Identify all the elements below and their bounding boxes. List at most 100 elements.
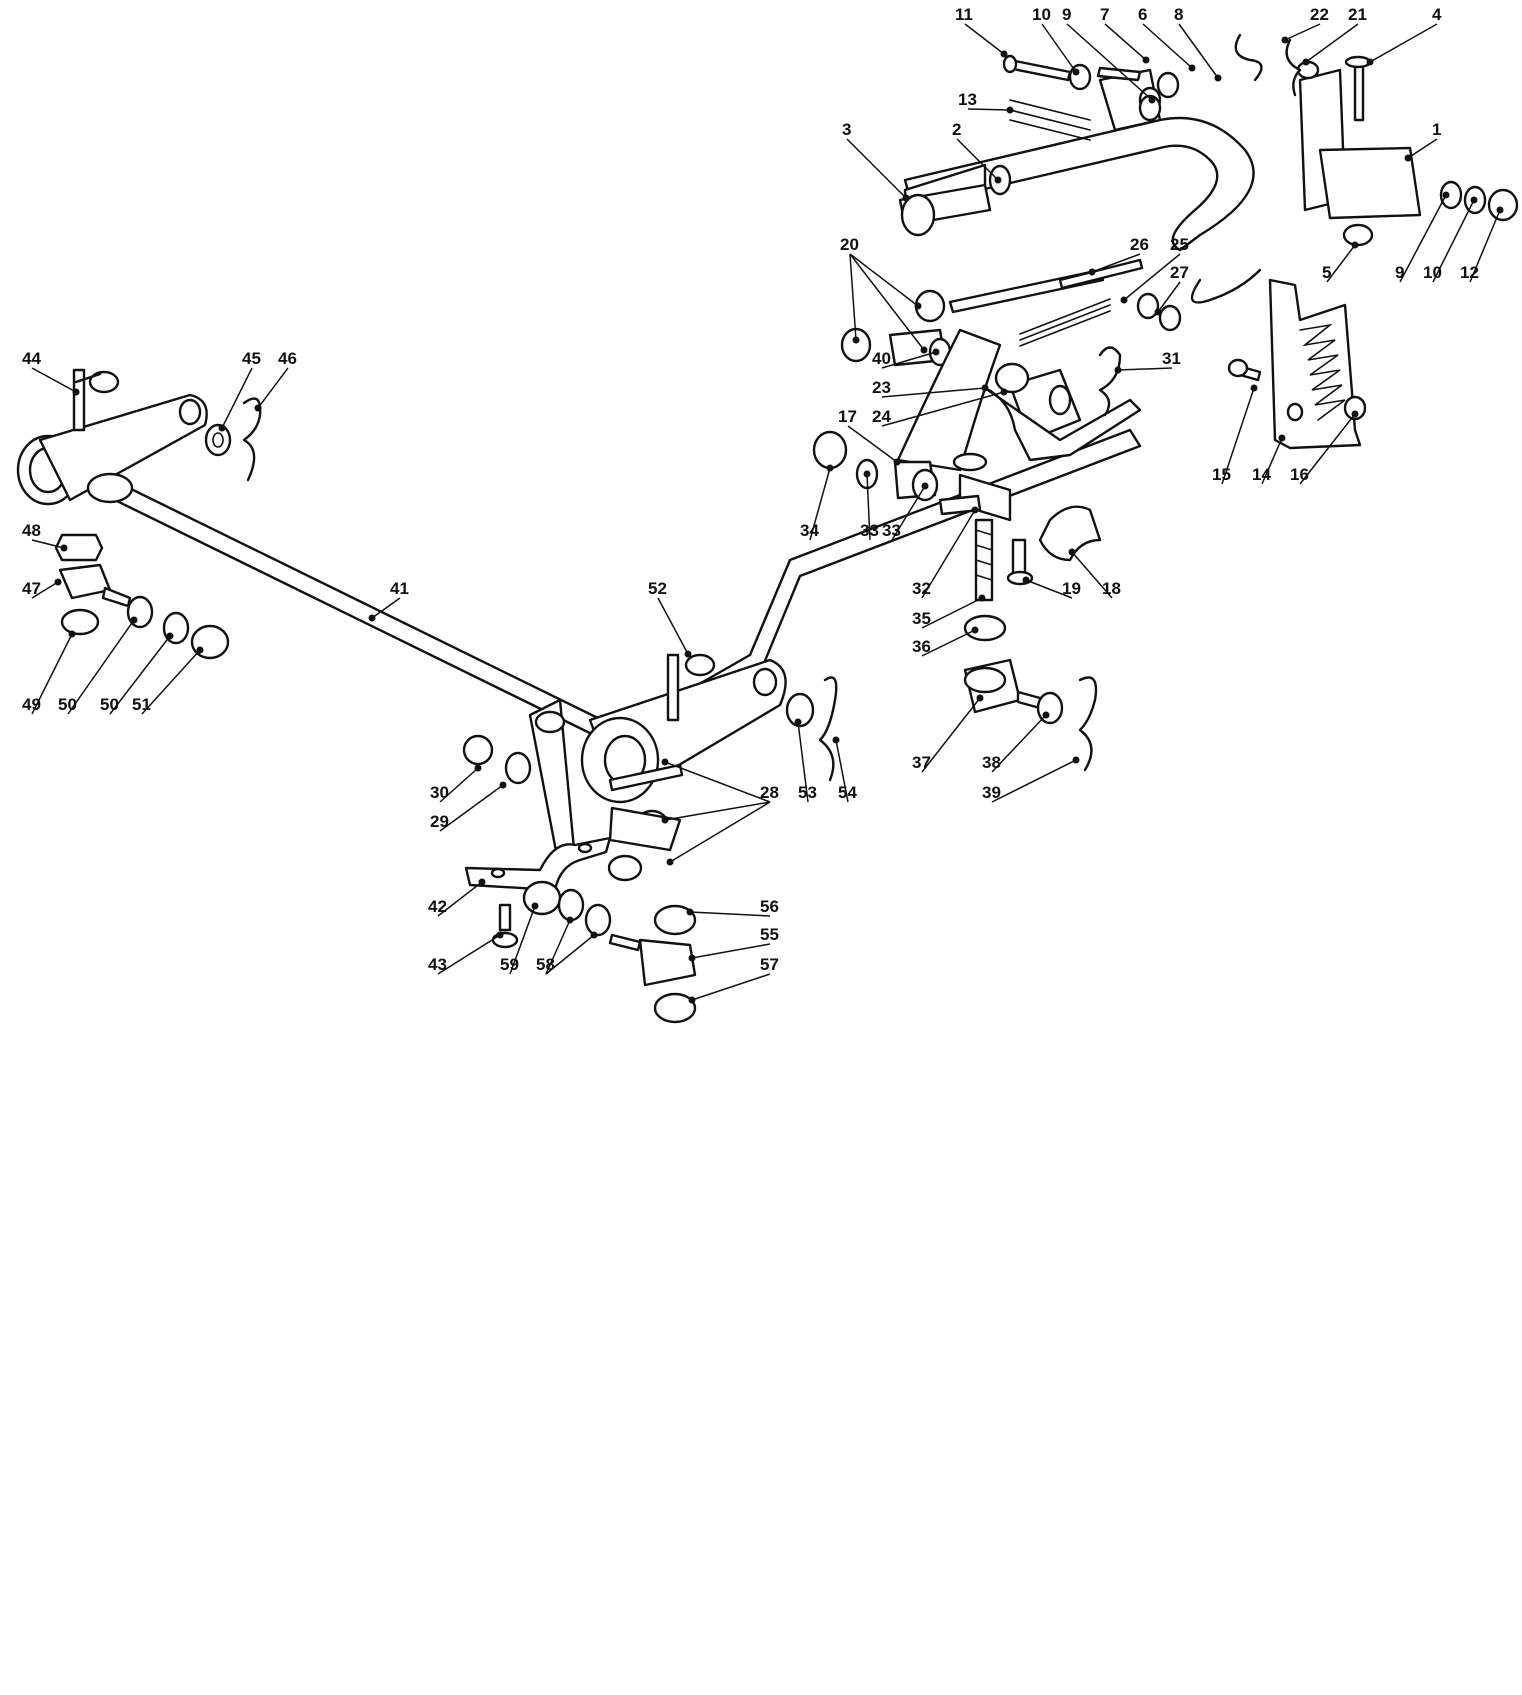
callout-18: 18: [1102, 579, 1121, 598]
callout-36: 36: [912, 637, 931, 656]
leader-dot-12: [1496, 206, 1504, 214]
leader-line-27: [1157, 281, 1181, 313]
callout-53: 53: [798, 783, 817, 802]
callout-25: 25: [1170, 235, 1189, 254]
callout-51: 51: [132, 695, 151, 714]
leader-line-30: [439, 767, 479, 803]
leader-dot-28: [661, 816, 669, 824]
callout-29: 29: [430, 812, 449, 831]
leader-line-50: [109, 635, 171, 715]
leader-dot-51: [196, 646, 204, 654]
leader-line-21: [1305, 23, 1359, 63]
callout-41: 41: [390, 579, 409, 598]
leader-dot-58: [590, 931, 598, 939]
callout-27: 27: [1170, 263, 1189, 282]
callout-12: 12: [1460, 263, 1479, 282]
callout-10: 10: [1032, 5, 1051, 24]
leader-dot-15: [1250, 384, 1258, 392]
callout-58: 58: [536, 955, 555, 974]
callout-1: 1: [1432, 120, 1441, 139]
callout-28: 28: [760, 783, 779, 802]
leader-dot-49: [68, 630, 76, 638]
leader-line-34: [809, 467, 831, 541]
leader-dot-33: [921, 482, 929, 490]
leader-line-19: [1025, 579, 1073, 599]
callout-9: 9: [1062, 5, 1071, 24]
leader-dot-22: [1281, 36, 1289, 44]
leader-dot-34: [826, 464, 834, 472]
leader-line-25: [1123, 253, 1181, 301]
leader-lines: [31, 23, 1504, 1004]
leader-dot-26: [1088, 268, 1096, 276]
leader-dot-24: [1000, 388, 1008, 396]
callout-24: 24: [872, 407, 891, 426]
leader-line-51: [141, 649, 201, 715]
callout-19: 19: [1062, 579, 1081, 598]
leader-dot-19: [1022, 576, 1030, 584]
leader-line-41: [371, 597, 401, 619]
leader-dot-55: [688, 954, 696, 962]
leader-line-37: [921, 697, 981, 773]
leader-dot-59: [531, 902, 539, 910]
leader-line-49: [31, 633, 73, 715]
leader-line-33: [866, 473, 871, 541]
leader-line-42: [437, 881, 483, 917]
callout-55: 55: [760, 925, 779, 944]
leader-dot-1: [1404, 154, 1412, 162]
callout-5: 5: [1322, 263, 1331, 282]
leader-dot-54: [832, 736, 840, 744]
callout-42: 42: [428, 897, 447, 916]
leader-dot-27: [1154, 308, 1162, 316]
callout-9: 9: [1395, 263, 1404, 282]
leader-line-3: [846, 138, 907, 199]
leader-dot-14: [1278, 434, 1286, 442]
callout-31: 31: [1162, 349, 1181, 368]
leader-dot-58: [566, 916, 574, 924]
centre-lever-arm: [528, 658, 787, 874]
leader-dot-6: [1188, 64, 1196, 72]
leader-line-55: [691, 943, 771, 959]
callout-23: 23: [872, 378, 891, 397]
leader-dot-3: [902, 194, 910, 202]
leader-dot-36: [971, 626, 979, 634]
leader-line-46: [257, 367, 289, 409]
leader-line-45: [221, 367, 253, 429]
leader-line-6: [1142, 23, 1193, 69]
leader-dot-2: [994, 176, 1002, 184]
leader-line-40: [881, 351, 937, 369]
leader-line-16: [1299, 413, 1356, 485]
leader-line-14: [1261, 437, 1283, 485]
leader-line-56: [689, 911, 771, 917]
leader-dot-31: [1114, 366, 1122, 374]
leader-dot-25: [1120, 296, 1128, 304]
callout-38: 38: [982, 753, 1001, 772]
leader-line-50: [67, 619, 135, 715]
callout-26: 26: [1130, 235, 1149, 254]
callout-44: 44: [22, 349, 41, 368]
leader-dot-16: [1351, 410, 1359, 418]
leader-line-28: [664, 801, 771, 821]
leader-dot-17: [893, 458, 901, 466]
leader-dot-32: [971, 506, 979, 514]
leader-line-5: [1326, 244, 1356, 283]
leader-line-11: [964, 23, 1005, 55]
leader-line-1: [1407, 138, 1438, 159]
leader-line-23: [881, 387, 986, 398]
callout-37: 37: [912, 753, 931, 772]
leader-dot-8: [1214, 74, 1222, 82]
leader-line-35: [921, 597, 983, 629]
leader-line-43: [437, 934, 501, 975]
leader-dot-30: [474, 764, 482, 772]
leader-line-15: [1221, 387, 1255, 485]
leader-dot-39: [1072, 756, 1080, 764]
leader-line-9: [1399, 194, 1447, 283]
leader-line-58: [545, 934, 595, 975]
callout-11: 11: [955, 5, 973, 24]
callout-16: 16: [1290, 465, 1309, 484]
callout-49: 49: [22, 695, 41, 714]
leader-line-24: [881, 391, 1005, 427]
leader-line-18: [1071, 551, 1113, 599]
